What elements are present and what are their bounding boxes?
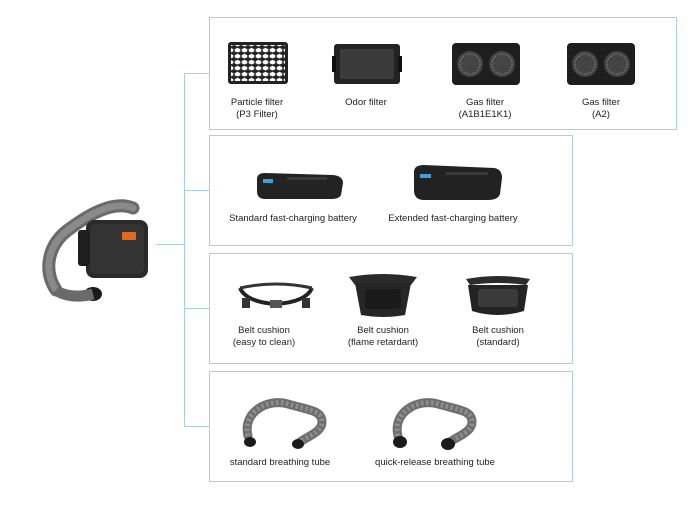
odor-filter-icon: [332, 42, 402, 86]
extended-battery-icon: [410, 162, 504, 202]
caption-belt-standard: Belt cushion(standard): [472, 325, 524, 348]
caption-belt-flame-retardant: Belt cushion(flame retardant): [347, 325, 419, 348]
trunk-horizontal-line: [156, 244, 184, 245]
caption-belt-easy-clean: Belt cushion(easy to clean): [232, 325, 296, 348]
standard-battery-icon: [253, 169, 345, 201]
caption-extended-battery: Extended fast-charging battery: [388, 213, 518, 224]
branch-line-4: [184, 426, 210, 427]
belt-cushions-group: Belt cushion(easy to clean) Belt cushion…: [209, 253, 573, 364]
trunk-vertical-line: [184, 73, 185, 426]
branch-line-2: [184, 190, 210, 191]
batteries-group: Standard fast-charging battery Extended …: [209, 135, 573, 246]
gas-filter-a2-icon: [565, 41, 637, 87]
caption-standard-battery: Standard fast-charging battery: [229, 213, 357, 224]
gas-filter-icon: [450, 41, 522, 87]
belt-flame-retardant-icon: [345, 271, 421, 319]
filters-group: Particle filter(P3 Filter) Odor filter G…: [209, 17, 677, 130]
main-product-image: [38, 190, 158, 305]
caption-standard-breathing-tube: standard breathing tube: [229, 457, 331, 468]
quick-release-breathing-tube-icon: [386, 392, 478, 450]
particle-filter-icon: [227, 41, 289, 85]
caption-particle-filter: Particle filter(P3 Filter): [230, 97, 284, 120]
caption-quick-release-breathing-tube: quick-release breathing tube: [375, 457, 495, 468]
belt-easy-clean-icon: [236, 280, 316, 314]
standard-breathing-tube-icon: [238, 392, 328, 450]
belt-standard-icon: [460, 273, 536, 319]
caption-odor-filter: Odor filter: [345, 97, 387, 108]
branch-line-3: [184, 308, 210, 309]
caption-gas-filter-a2: Gas filter(A2): [581, 97, 621, 120]
breathing-tubes-group: standard breathing tube quick-release br…: [209, 371, 573, 482]
branch-line-1: [184, 73, 210, 74]
caption-gas-filter-a1b1e1k1: Gas filter(A1B1E1K1): [458, 97, 512, 120]
